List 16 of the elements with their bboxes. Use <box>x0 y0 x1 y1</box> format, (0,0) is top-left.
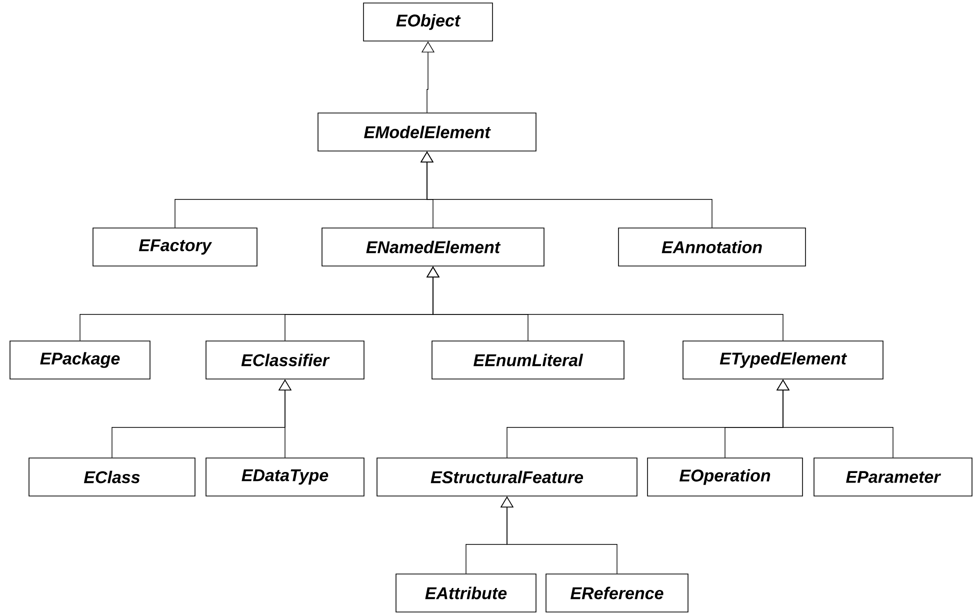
class-box: ENamedElement <box>322 228 544 266</box>
class-box: ETypedElement <box>682 340 884 380</box>
class-box: EPackage <box>10 340 150 380</box>
class-box: EStructuralFeature <box>376 458 638 496</box>
class-box: EClassifier <box>206 340 364 380</box>
class-box: EEnumLiteral <box>432 340 624 380</box>
class-box: EClass <box>28 458 196 496</box>
class-box: EAttribute <box>396 574 536 612</box>
class-box: EFactory <box>92 228 258 266</box>
class-box: EOperation <box>647 458 803 496</box>
class-box: EDataType <box>206 458 364 496</box>
class-box: EModelElement <box>318 112 536 152</box>
class-box: EParameter <box>814 458 972 496</box>
class-box: EAnnotation <box>618 228 806 266</box>
class-box: EObject <box>363 2 493 42</box>
class-box: EReference <box>546 574 688 612</box>
